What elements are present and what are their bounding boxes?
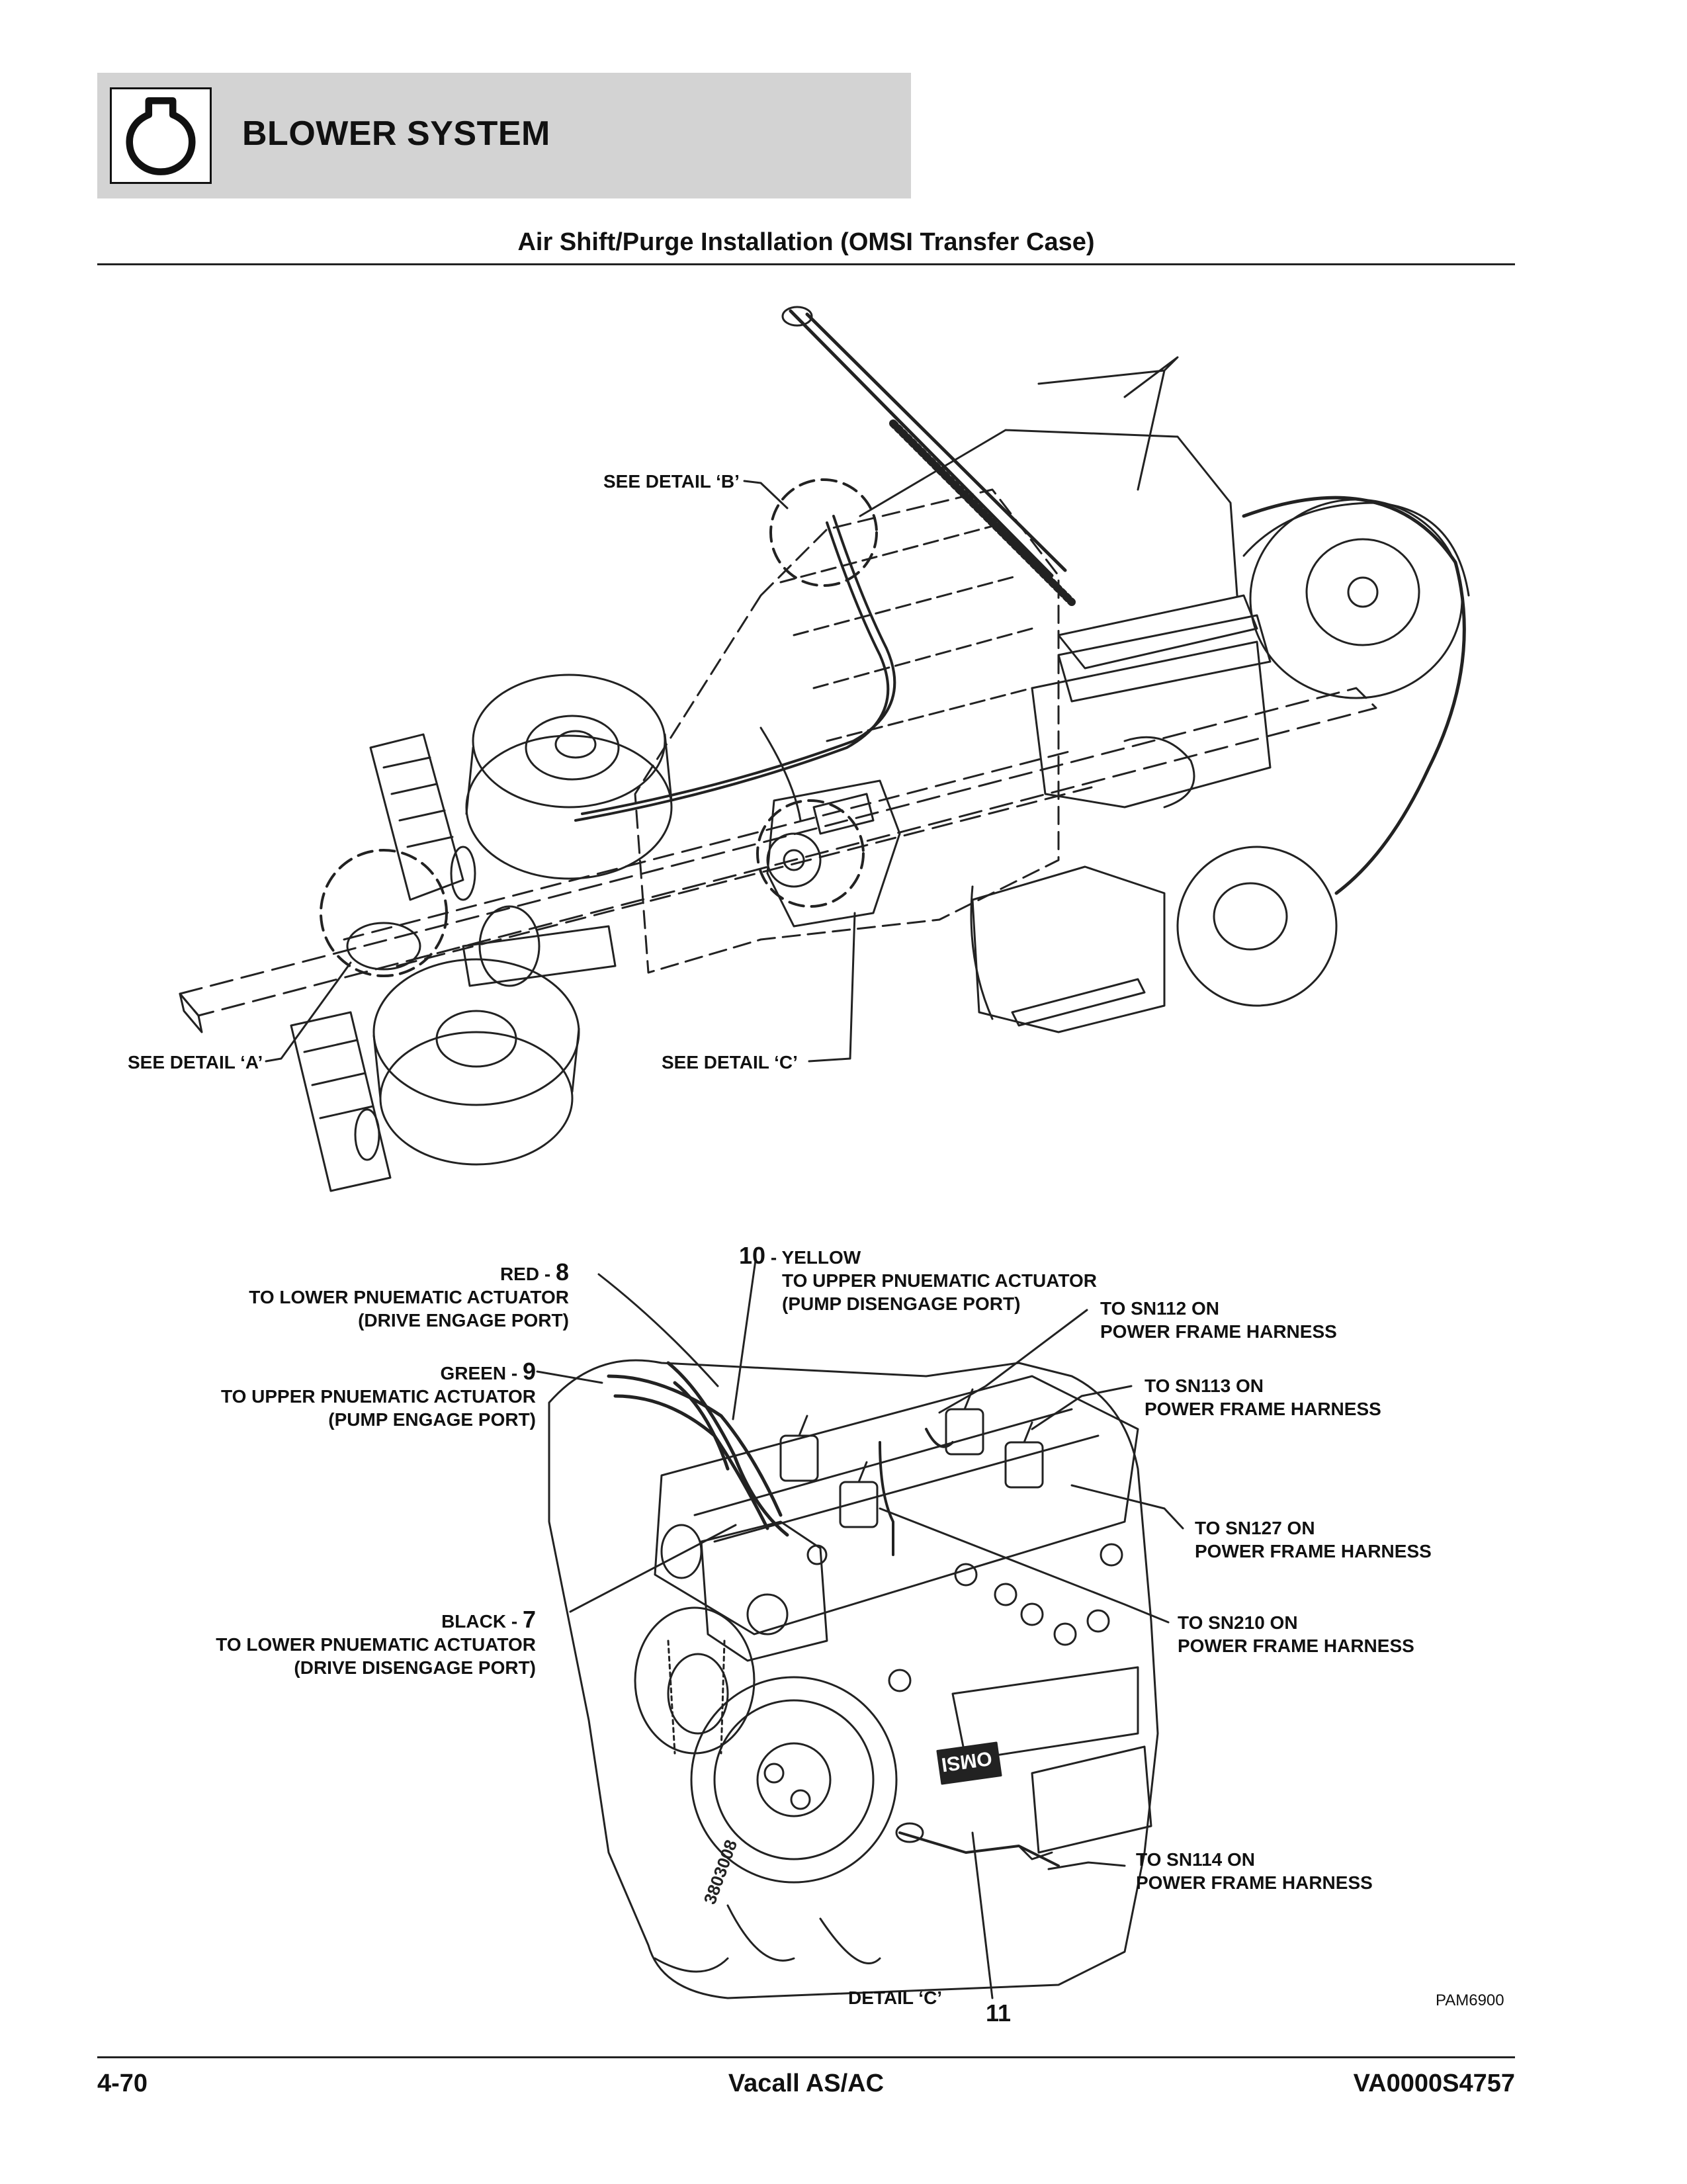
callout-sn114: TO SN114 ON POWER FRAME HARNESS (1136, 1849, 1373, 1893)
detail-a-circle (320, 849, 448, 977)
serial-stamp: 3803008 (699, 1837, 741, 1907)
title-rule (97, 263, 1515, 265)
callout-9-green: GREEN - 9 TO UPPER PNUEMATIC ACTUATOR (P… (220, 1358, 536, 1430)
truck-chassis-illustration (179, 306, 1470, 1192)
see-detail-b-label: SEE DETAIL ‘B’ (603, 471, 740, 492)
callout-8-red: RED - 8 TO LOWER PNUEMATIC ACTUATOR (DRI… (249, 1258, 569, 1331)
section-title: BLOWER SYSTEM (242, 114, 550, 153)
blower-section-icon (110, 87, 212, 184)
detail-b-circle (769, 478, 878, 587)
document-number: VA0000S4757 (1353, 2070, 1515, 2097)
see-detail-c-label: SEE DETAIL ‘C’ (662, 1052, 798, 1072)
figure-code: PAM6900 (1436, 1991, 1504, 2009)
transfer-case-detail-illustration (548, 1359, 1159, 1999)
callout-sn210: TO SN210 ON POWER FRAME HARNESS (1178, 1612, 1414, 1656)
see-detail-a-label: SEE DETAIL ‘A’ (128, 1052, 263, 1072)
callout-10-yellow: 10 - YELLOW TO UPPER PNUEMATIC ACTUATOR … (739, 1242, 1098, 1315)
callout-7-black: BLACK - 7 TO LOWER PNUEMATIC ACTUATOR (D… (216, 1606, 536, 1679)
page-number: 4-70 (97, 2070, 148, 2097)
callout-sn127: TO SN127 ON POWER FRAME HARNESS (1195, 1518, 1432, 1561)
page-title: Air Shift/Purge Installation (OMSI Trans… (517, 228, 1095, 256)
manual-title: Vacall AS/AC (728, 2070, 885, 2097)
callout-11: 11 (986, 1999, 1012, 2027)
footer-rule (97, 2056, 1515, 2058)
detail-c-circle (756, 799, 865, 908)
callout-sn112: TO SN112 ON POWER FRAME HARNESS (1100, 1298, 1337, 1342)
section-header-band (97, 73, 911, 198)
detail-c-caption: DETAIL ‘C’ (848, 1987, 943, 2008)
callout-sn113: TO SN113 ON POWER FRAME HARNESS (1145, 1376, 1381, 1419)
